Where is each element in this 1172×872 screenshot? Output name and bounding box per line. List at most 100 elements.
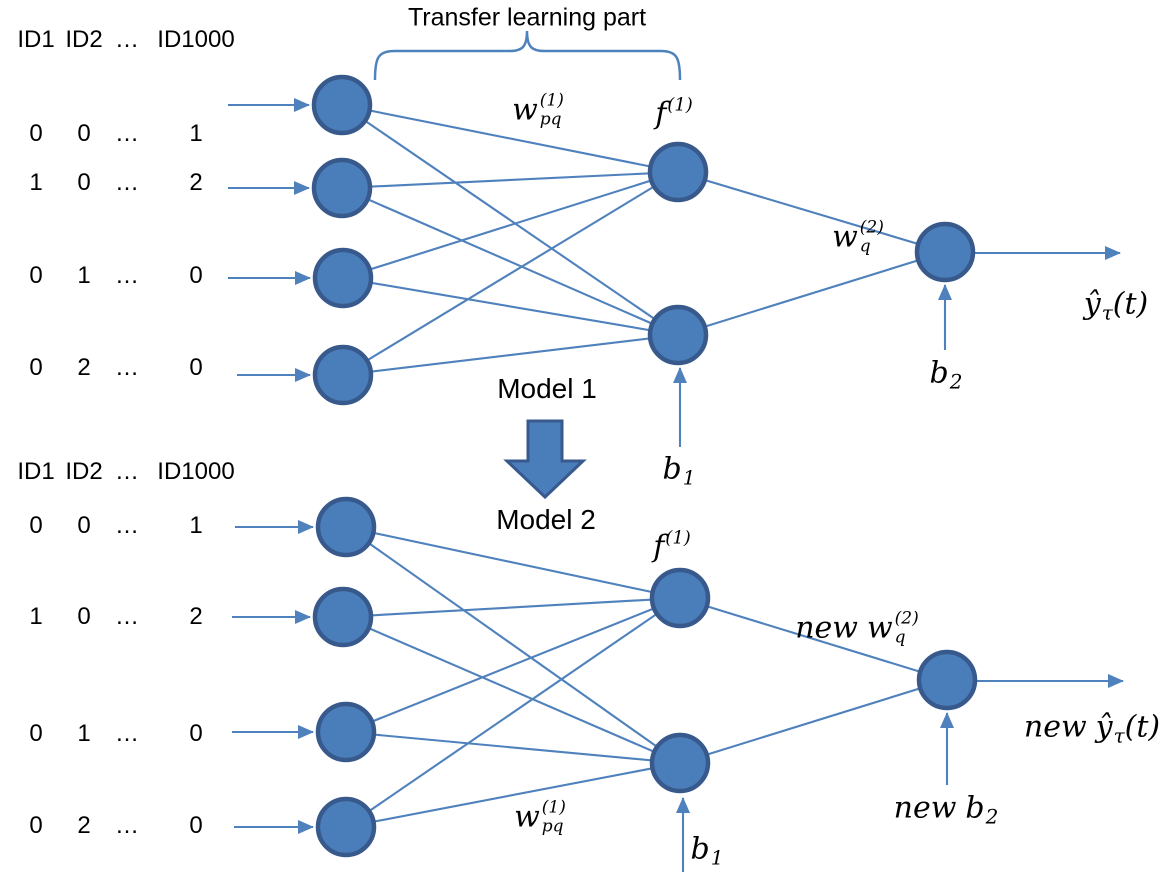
table-cell: 1 — [29, 169, 43, 196]
model1-edge — [342, 276, 679, 337]
table-cell: 1 — [77, 720, 91, 747]
model2-new-bias2-label: new b 2 — [893, 790, 999, 829]
math-base: w — [514, 799, 540, 835]
math-base: b — [929, 355, 949, 391]
table-cell: 1 — [189, 512, 203, 539]
model2-bias1-label: b 1 — [690, 831, 724, 870]
model1-output-edge — [677, 250, 946, 337]
math-sub: 2 — [985, 804, 999, 828]
table-cell: … — [115, 169, 139, 196]
model1-bias2-label: b 2 — [929, 355, 963, 394]
model2-hidden-node — [649, 567, 711, 629]
math-sup: (1) — [667, 94, 693, 116]
model1-edge — [341, 103, 679, 174]
model1-output-value-label: ŷ τ (t) — [1084, 287, 1149, 325]
table-cell: 2 — [189, 603, 203, 630]
column-header: ID1000 — [157, 458, 235, 485]
model2-name-label: Model 2 — [496, 504, 596, 535]
table-cell: … — [115, 262, 139, 289]
math-sup: (1) — [539, 90, 564, 111]
model1-edge — [342, 171, 679, 376]
math-sub: q — [859, 236, 871, 256]
table-cell: 0 — [77, 603, 91, 630]
model1-input-node — [311, 74, 373, 136]
math-sup: (1) — [541, 797, 566, 818]
math-prefix: new — [795, 610, 858, 646]
column-header: ID2 — [65, 458, 103, 485]
math-sub: pq — [539, 109, 562, 129]
model2-edge — [345, 597, 681, 733]
model2-input-node — [315, 701, 377, 763]
model1-edge — [342, 170, 679, 280]
table-cell: 1 — [189, 120, 203, 147]
model1-edge — [341, 187, 679, 336]
model1-table-row: 0 0 … 1 — [10, 119, 244, 149]
column-header: … — [115, 26, 139, 53]
model2-edge — [345, 526, 681, 764]
model2-edge — [345, 597, 681, 828]
model1-table-header: ID1 ID2 … ID1000 — [10, 25, 244, 55]
math-scripts: (2) q — [895, 609, 919, 646]
model2-input-node — [315, 796, 377, 858]
table-cell: 0 — [29, 812, 43, 839]
math-sub: pq — [541, 816, 564, 836]
table-cell: 2 — [77, 354, 91, 381]
model1-hidden-node — [647, 141, 709, 203]
model1-edge — [342, 333, 679, 377]
model2-activation-label: f (1) — [653, 527, 691, 565]
model1-edge — [341, 170, 679, 190]
math-prefix: new — [1023, 709, 1087, 745]
table-cell: 0 — [77, 120, 91, 147]
table-cell: … — [115, 354, 139, 381]
column-header: ID1 — [17, 458, 55, 485]
table-cell: … — [115, 512, 139, 539]
model1-output-edge — [677, 170, 946, 254]
model2-input-weights-label: w (1) pq — [514, 798, 566, 835]
model1-bias1-label: b 1 — [663, 452, 696, 490]
model1-table-row: 1 0 … 2 — [10, 168, 244, 198]
model1-table-row: 0 1 … 0 — [10, 261, 244, 291]
model1-input-node — [312, 344, 374, 406]
math-prefix: new — [893, 790, 957, 826]
math-base: w — [832, 219, 858, 255]
model-transition-arrow-icon — [503, 419, 587, 500]
math-base: b — [690, 831, 710, 867]
model2-edge — [342, 616, 681, 764]
model1-table-row: 0 2 … 0 — [10, 353, 244, 383]
math-base: b — [965, 790, 985, 826]
transfer-learning-label: Transfer learning part — [407, 3, 647, 32]
table-cell: 0 — [77, 169, 91, 196]
table-cell: 0 — [29, 262, 43, 289]
table-cell: … — [115, 812, 139, 839]
column-header: ID1000 — [157, 26, 235, 53]
table-cell: 0 — [189, 354, 203, 381]
model2-table-row: 0 1 … 0 — [10, 719, 244, 749]
math-sub: 1 — [710, 845, 724, 869]
math-sub: τ — [1101, 300, 1113, 324]
model1-input-node — [311, 157, 373, 219]
math-base: w — [866, 610, 893, 646]
model1-network — [228, 74, 1121, 447]
math-rest: (t) — [1124, 709, 1161, 745]
math-base: f — [655, 96, 667, 132]
model2-new-output-weights-label: new w (2) q — [795, 609, 919, 646]
model2-network — [232, 496, 1124, 872]
math-sub: τ — [1113, 723, 1125, 747]
model1-output-weights-label: w (2) q — [832, 218, 884, 255]
table-cell: 0 — [189, 812, 203, 839]
math-base: ŷ — [1095, 709, 1113, 745]
model2-table-row: 0 0 … 1 — [10, 511, 244, 541]
math-sup: (2) — [894, 608, 919, 629]
math-sup: (1) — [665, 527, 691, 549]
table-cell: … — [115, 120, 139, 147]
model2-output-node — [916, 649, 978, 711]
model2-edge — [345, 525, 681, 600]
math-sup: (2) — [859, 217, 884, 238]
model1-hidden-node — [647, 304, 709, 366]
math-scripts: (1) pq — [540, 91, 564, 128]
model1-edge — [341, 104, 679, 336]
table-cell: 2 — [189, 169, 203, 196]
math-scripts: (1) pq — [542, 798, 566, 835]
table-cell: 0 — [29, 720, 43, 747]
